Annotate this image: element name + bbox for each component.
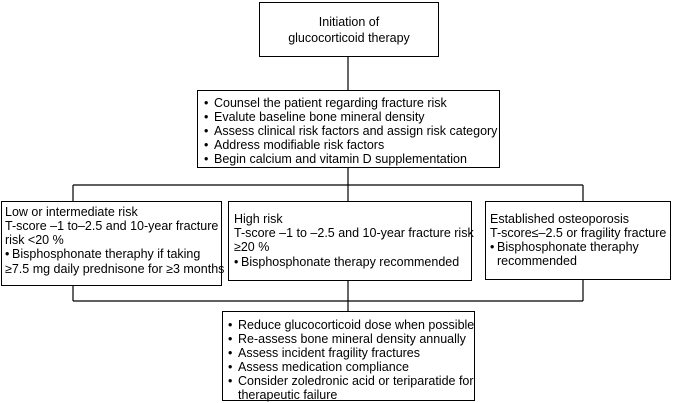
low-risk-rec-2: ≥7.5 mg daily prednisone for ≥3 months xyxy=(5,262,225,276)
initial-step-bullet: • xyxy=(204,152,209,166)
low-risk-bullet: • xyxy=(5,247,10,261)
low-risk-rec-1: Bisphosphonate theraphy if taking xyxy=(12,247,201,261)
follow-up-bullet: • xyxy=(228,346,233,360)
start-box xyxy=(259,2,439,57)
follow-up-item-5: Consider zoledronic acid or teriparatide… xyxy=(238,374,474,388)
osteoporosis-rec-2: recommended xyxy=(497,254,577,268)
high-risk-rec-1: Bisphosphonate therapy recommended xyxy=(241,255,460,269)
follow-up-bullet: • xyxy=(228,360,233,374)
follow-up-item-5-cont: therapeutic failure xyxy=(238,388,338,402)
osteoporosis-box xyxy=(485,201,671,280)
initial-step-1: Counsel the patient regarding fracture r… xyxy=(214,96,447,110)
high-risk-title: High risk xyxy=(234,212,283,226)
follow-up-bullet: • xyxy=(228,374,233,388)
high-risk-box xyxy=(228,201,472,281)
start-line-1: Initiation of xyxy=(318,15,380,29)
osteoporosis-title: Established osteoporosis xyxy=(490,212,629,226)
initial-step-3: Assess clinical risk factors and assign … xyxy=(214,124,498,138)
osteoporosis-rec-1: Bisphosphonate theraphy xyxy=(497,240,639,254)
high-risk-criteria-2: ≥20 % xyxy=(234,240,270,254)
follow-up-bullet: • xyxy=(228,318,233,332)
start-line-2: glucocorticoid therapy xyxy=(288,31,410,45)
initial-step-bullet: • xyxy=(204,96,209,110)
low-risk-criteria-1: T-score –1 to–2.5 and 10-year fracture xyxy=(5,219,219,233)
initial-steps-box xyxy=(197,90,500,168)
initial-step-bullet: • xyxy=(204,110,209,124)
osteoporosis-bullet: • xyxy=(490,240,495,254)
initial-step-bullet: • xyxy=(204,138,209,152)
follow-up-item-2: Re-assess bone mineral density annually xyxy=(238,332,466,346)
low-risk-title: Low or intermediate risk xyxy=(5,205,138,219)
low-risk-criteria-2: risk <20 % xyxy=(5,233,64,247)
follow-up-item-4: Assess medication compliance xyxy=(238,360,409,374)
low-risk-box xyxy=(1,201,222,286)
osteoporosis-criteria-1: T-score≤–2.5 or fragility fracture xyxy=(490,226,667,240)
high-risk-criteria-1: T-score –1 to –2.5 and 10-year fracture … xyxy=(234,226,474,240)
follow-up-item-1: Reduce glucocorticoid dose when possible xyxy=(238,318,475,332)
follow-up-box xyxy=(222,311,475,401)
initial-step-2: Evalute baseline bone mineral density xyxy=(214,110,425,124)
initial-step-4: Address modifiable risk factors xyxy=(214,138,385,152)
follow-up-bullet: • xyxy=(228,332,233,346)
high-risk-bullet: • xyxy=(234,255,239,269)
initial-step-bullet: • xyxy=(204,124,209,138)
initial-step-5: Begin calcium and vitamin D supplementat… xyxy=(214,152,467,166)
follow-up-item-3: Assess incident fragility fractures xyxy=(238,346,421,360)
